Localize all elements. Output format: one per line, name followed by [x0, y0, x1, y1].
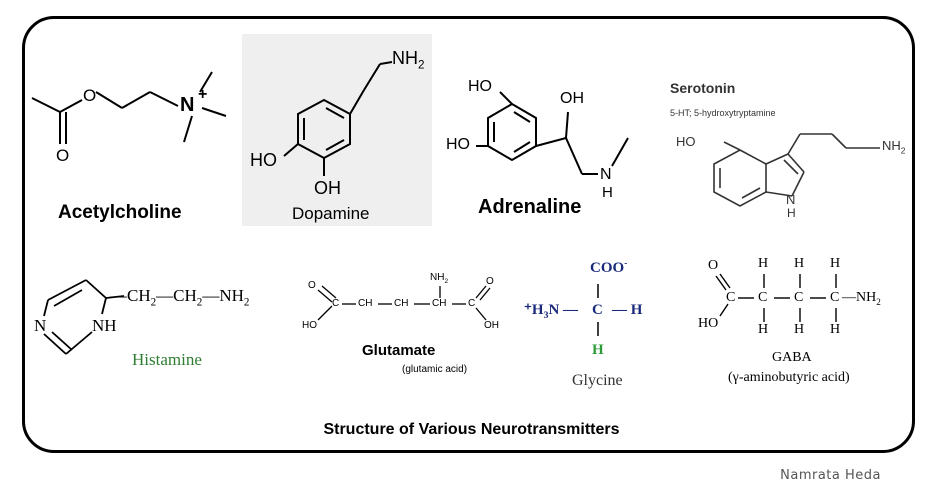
dopamine-structure	[283, 61, 393, 176]
dopamine-nh2: NH2	[392, 48, 425, 72]
glutamate-label: Glutamate	[362, 342, 436, 359]
glutamate-o-left: O	[308, 280, 316, 291]
gaba-h-top-1: H	[758, 256, 769, 271]
glutamate-panel: NH2 O O C CH CH CH C HO OH Glutamate (gl…	[296, 268, 516, 388]
glycine-structure	[597, 284, 599, 336]
adrenaline-label: Adrenaline	[478, 196, 582, 218]
dopamine-label: Dopamine	[292, 204, 370, 223]
gaba-nh2: —NH2	[842, 290, 881, 307]
glycine-h-bottom: H	[592, 342, 604, 358]
adrenaline-structure	[476, 91, 629, 175]
glycine-label: Glycine	[572, 372, 623, 389]
glutamate-ch: CH	[432, 298, 447, 309]
adrenaline-panel: HO HO OH N H Adrenaline	[440, 70, 640, 230]
acetylcholine-o-carbonyl: O	[56, 146, 70, 165]
acetylcholine-charge: +	[198, 86, 208, 103]
histamine-chain: —CH2—CH2—NH2	[110, 286, 250, 309]
glutamate-structure	[317, 285, 491, 321]
gaba-label: GABA	[772, 350, 812, 365]
figure-frame	[22, 16, 915, 453]
glutamate-subtitle: (glutamic acid)	[402, 364, 468, 375]
gaba-ho: HO	[698, 316, 719, 331]
gaba-c3: C	[794, 290, 804, 305]
serotonin-nh2: NH2	[882, 138, 906, 156]
glycine-c: C	[592, 302, 603, 318]
histamine-structure	[43, 279, 125, 355]
serotonin-label: Serotonin	[670, 80, 736, 96]
adrenaline-n: N	[600, 166, 612, 183]
dopamine-oh: OH	[314, 178, 341, 198]
gaba-c2: C	[758, 290, 768, 305]
glutamate-ch2-b: CH	[394, 298, 409, 309]
adrenaline-oh: OH	[560, 90, 584, 107]
gaba-h-top-3: H	[830, 256, 841, 271]
glutamate-ho: HO	[302, 320, 317, 331]
adrenaline-ho-top: HO	[468, 78, 492, 95]
acetylcholine-label: Acetylcholine	[58, 202, 182, 223]
acetylcholine-n: N	[180, 94, 195, 116]
serotonin-panel: Serotonin 5-HT; 5-hydroxytryptamine HO N…	[668, 78, 913, 228]
histamine-n: N	[34, 316, 47, 335]
dopamine-ho: HO	[250, 150, 277, 170]
gaba-structure	[715, 273, 837, 322]
gaba-c1: C	[726, 290, 736, 305]
adrenaline-h: H	[602, 184, 613, 201]
glutamate-oh: OH	[484, 320, 499, 331]
gaba-h-bottom-1: H	[758, 322, 769, 337]
glutamate-c-left: C	[332, 298, 340, 309]
histamine-nh: NH	[92, 316, 117, 335]
glutamate-nh2: NH2	[430, 272, 449, 285]
serotonin-h: H	[787, 206, 796, 220]
gaba-subtitle: (γ-aminobutyric acid)	[728, 370, 850, 385]
gaba-h-bottom-2: H	[794, 322, 805, 337]
gaba-h-top-2: H	[794, 256, 805, 271]
serotonin-ho: HO	[676, 134, 696, 149]
adrenaline-ho-left: HO	[446, 136, 470, 153]
acetylcholine-structure	[31, 71, 227, 144]
serotonin-subtitle: 5-HT; 5-hydroxytryptamine	[670, 108, 776, 118]
glycine-h3n: ⁺H3N —	[524, 302, 579, 321]
serotonin-structure	[713, 133, 880, 207]
author-credit: Namrata Heda	[780, 468, 881, 483]
acetylcholine-panel: O O N + Acetylcholine	[30, 60, 240, 230]
glutamate-c-right: C	[468, 298, 476, 309]
gaba-panel: O C C C C —NH2 HO H H H H H H GABA (γ-am…	[692, 254, 902, 394]
serotonin-n: N	[786, 192, 796, 207]
glycine-h-right: — H	[612, 302, 643, 318]
gaba-h-bottom-3: H	[830, 322, 841, 337]
glutamate-ch2-a: CH	[358, 298, 373, 309]
figure-caption: Structure of Various Neurotransmitters	[323, 421, 620, 438]
acetylcholine-o-ester: O	[83, 86, 97, 105]
dopamine-panel: NH2 HO OH Dopamine	[242, 34, 432, 226]
gaba-c4: C	[830, 290, 840, 305]
gaba-o: O	[708, 258, 719, 273]
histamine-panel: N NH —CH2—CH2—NH2 Histamine	[28, 262, 278, 382]
glutamate-o-right: O	[486, 276, 494, 287]
glycine-panel: COO- ⁺H3N — C — H H Glycine	[524, 254, 664, 394]
histamine-label: Histamine	[132, 350, 202, 369]
glycine-coo: COO-	[590, 258, 628, 276]
